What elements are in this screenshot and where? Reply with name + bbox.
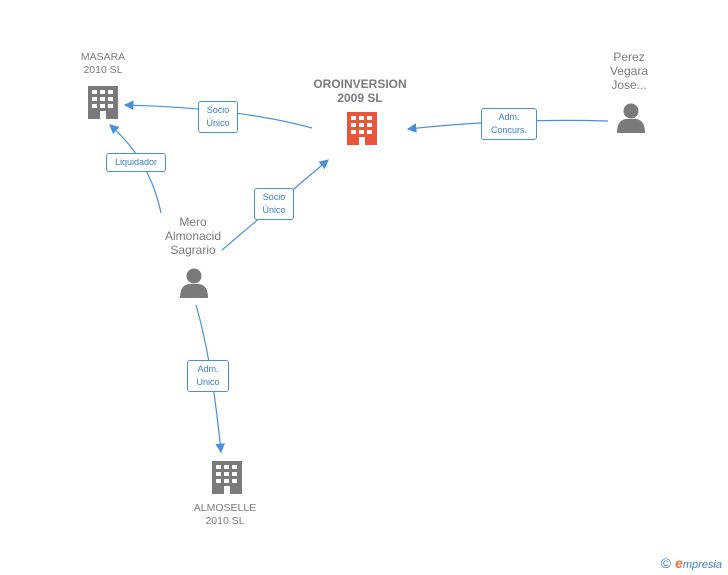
node-name-line: ALMOSELLE (193, 502, 257, 514)
node-label-almoselle: ALMOSELLE 2010 SL (180, 502, 270, 528)
edge-label-adm-unico: Adm. Unico (187, 360, 229, 392)
node-name-line: Mero (179, 215, 207, 229)
person-icon[interactable] (180, 268, 208, 299)
node-label-mero: Mero Almonacid Sagrario (150, 215, 236, 257)
edge-label-line: Unico (196, 377, 220, 387)
edge-label-line: Socio (206, 105, 230, 115)
node-name-line: 2010 SL (83, 64, 123, 76)
edge-label-line: Único (262, 205, 286, 215)
edge-label-line: Socio (262, 192, 286, 202)
person-icon[interactable] (617, 103, 645, 134)
copyright-icon: © (660, 555, 672, 571)
building-icon-highlight[interactable] (347, 112, 377, 145)
edge-label-line: Único (206, 118, 230, 128)
brand-logo[interactable]: ©empresia (661, 555, 722, 571)
node-name-line: Almonacid (164, 229, 222, 243)
node-label-oroinversion: OROINVERSION 2009 SL (295, 77, 425, 105)
edge-label-line: Adm. (498, 112, 520, 122)
node-label-masara: MASARA 2010 SL (60, 51, 146, 77)
edge-label-line: Adm. (197, 364, 219, 374)
node-name-line: OROINVERSION (313, 77, 407, 91)
node-name-line: MASARA (80, 51, 126, 63)
node-label-perez: Perez Vegara Jose... (596, 50, 662, 92)
node-name-line: Vegara (609, 64, 649, 78)
brand-name: mpresia (682, 559, 722, 571)
building-icon[interactable] (212, 461, 242, 494)
edge-label-socio-unico: Socio Único (254, 188, 294, 220)
node-name-line: Perez (613, 50, 645, 64)
node-name-line: Jose... (611, 78, 647, 92)
edge-label-socio-unico: Socio Único (198, 101, 238, 133)
building-icon[interactable] (88, 86, 118, 119)
node-name-line: 2010 SL (205, 515, 245, 527)
edge-label-liquidador: Liquidador (106, 153, 166, 172)
brand-e: e (675, 555, 683, 571)
node-name-line: 2009 SL (337, 91, 383, 105)
edge-label-line: Concurs. (490, 125, 527, 135)
node-name-line: Sagrario (170, 243, 216, 257)
edge-label-adm-concurs: Adm. Concurs. (481, 108, 537, 140)
edge-label-line: Liquidador (114, 157, 158, 167)
